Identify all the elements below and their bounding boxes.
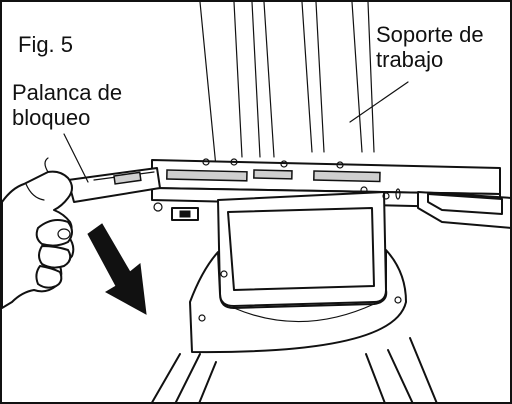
- figure-number: Fig. 5: [18, 32, 74, 57]
- tray-housing: [189, 191, 407, 354]
- end-handle: [417, 191, 510, 229]
- support-callout: Soporte de trabajo: [376, 22, 484, 73]
- locking-lever: [67, 167, 163, 212]
- lever-callout: Palanca de bloqueo: [12, 80, 123, 131]
- stand-legs: [151, 337, 438, 402]
- hand-icon: [2, 157, 75, 309]
- lever-leader-line: [63, 133, 89, 183]
- down-arrow-icon: [87, 223, 147, 315]
- support-leader-line: [349, 81, 409, 123]
